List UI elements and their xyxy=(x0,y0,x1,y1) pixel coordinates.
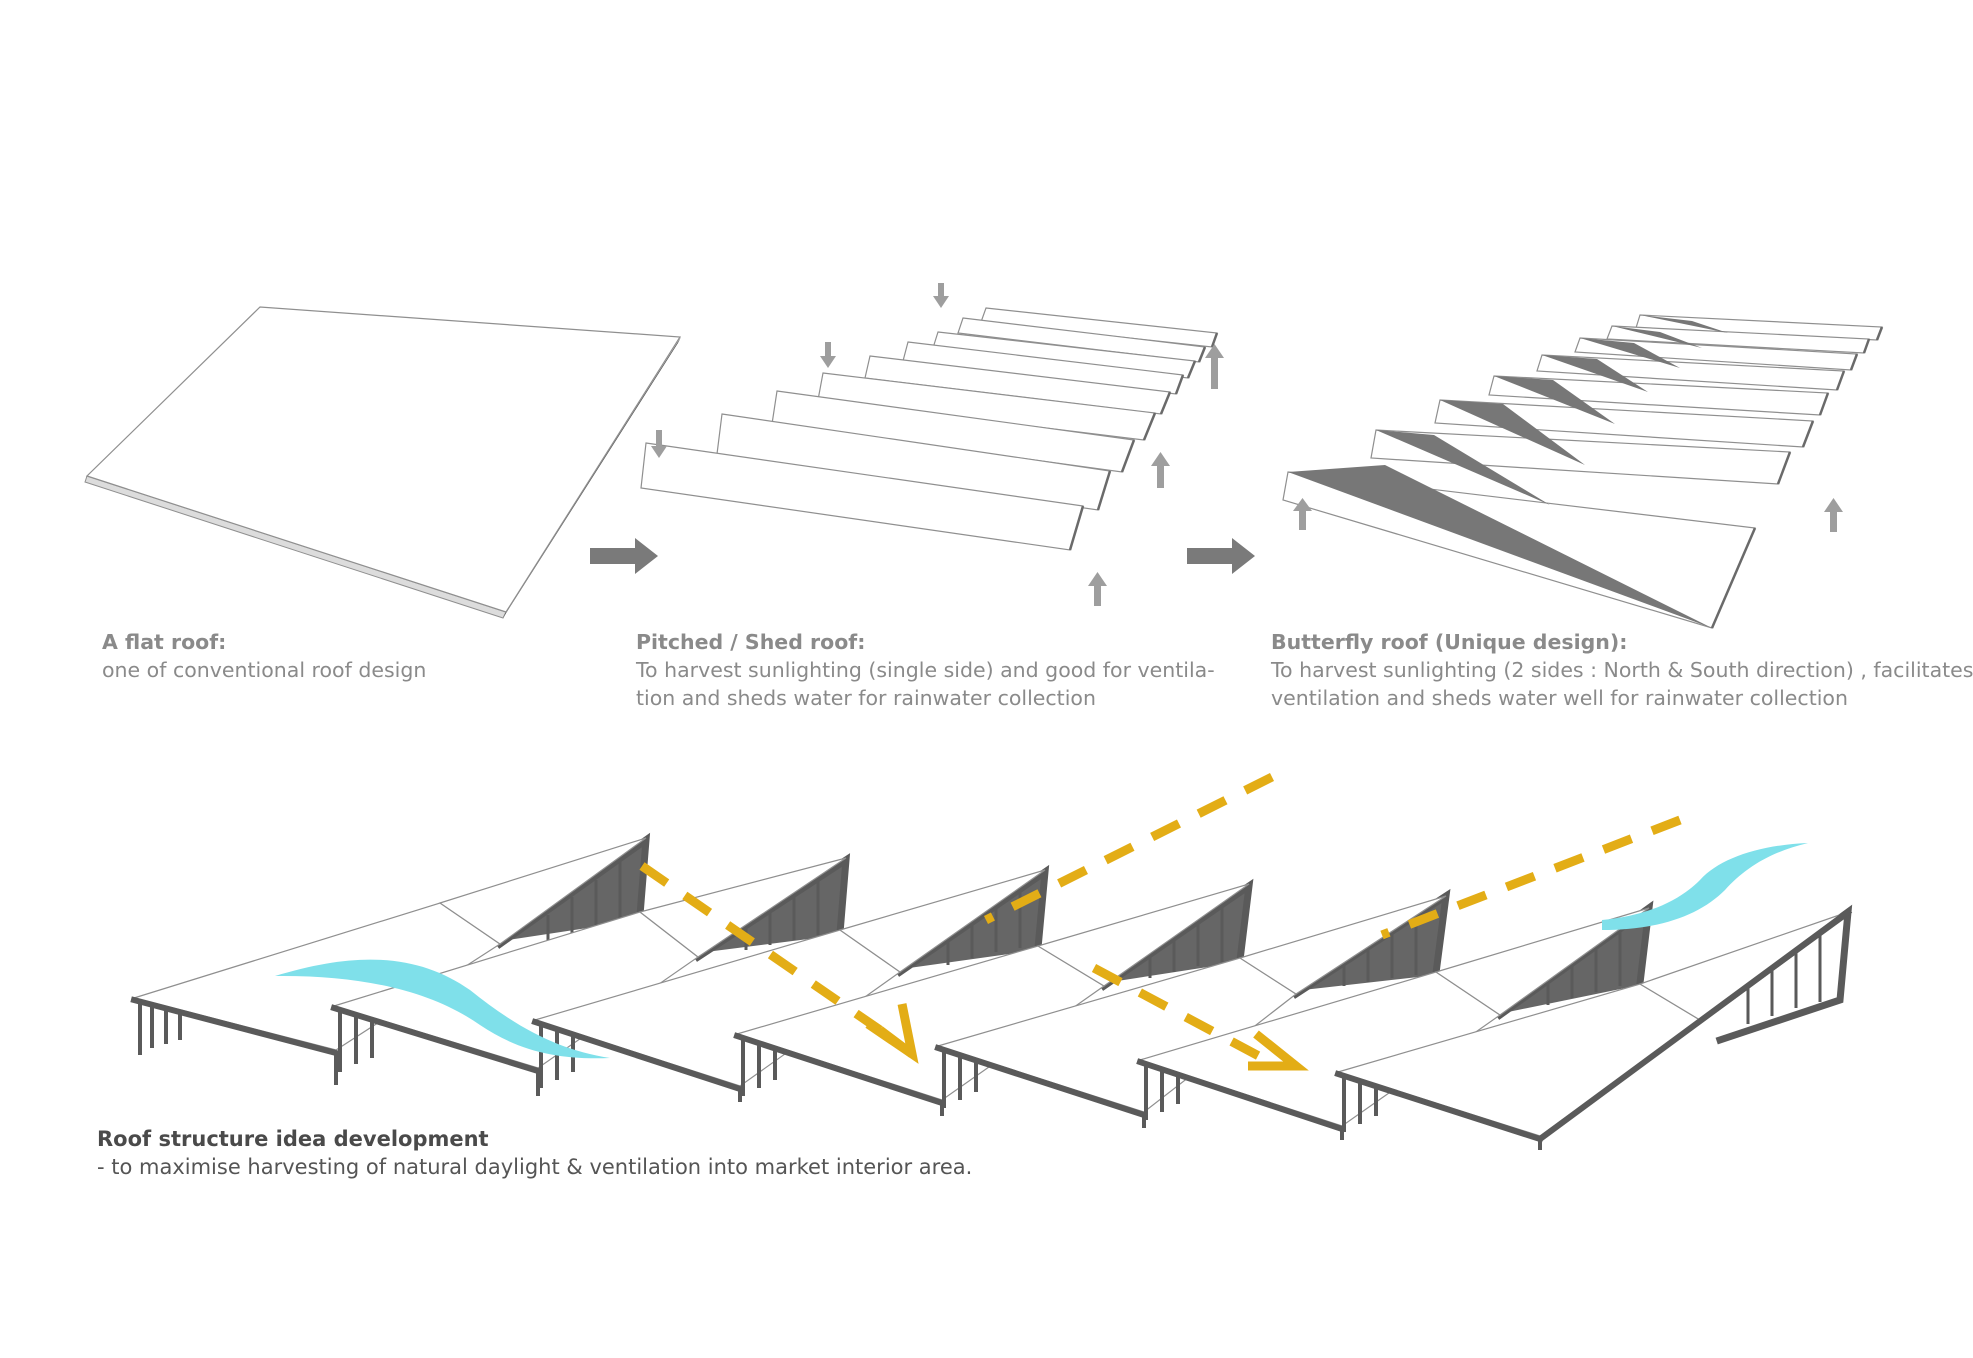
wind-swoosh-icon xyxy=(275,959,610,1059)
dashed-arrow-icon xyxy=(1380,815,1682,940)
up-arrow-icon xyxy=(1293,498,1312,530)
dashed-arrow-icon xyxy=(865,1003,919,1064)
butterfly-roof-caption: Butterfly roof (Unique design): To harve… xyxy=(1271,628,1973,712)
diagram-canvas: A flat roof: one of conventional roof de… xyxy=(84,283,1973,1181)
up-arrow-icon xyxy=(1088,572,1107,606)
dashed-arrow-icon xyxy=(1248,1030,1309,1071)
right-arrow-icon xyxy=(1187,538,1255,574)
up-arrow-icon xyxy=(1151,452,1170,488)
wind-swoosh-icon xyxy=(1602,843,1808,930)
flat-roof-drawing xyxy=(84,306,682,619)
butterfly-roof-title: Butterfly roof (Unique design): xyxy=(1271,630,1628,654)
roof-structure-caption: Roof structure idea development - to max… xyxy=(97,1125,972,1181)
roof-structure-drawing xyxy=(130,832,1853,1150)
shed-roof-title: Pitched / Shed roof: xyxy=(636,630,866,654)
shed-roof-drawing xyxy=(640,307,1219,551)
dashed-arrow-icon xyxy=(983,772,1275,925)
down-arrow-icon xyxy=(820,342,836,368)
butterfly-roof-drawing xyxy=(1282,314,1884,629)
roof-structure-description: - to maximise harvesting of natural dayl… xyxy=(97,1155,973,1179)
right-arrow-icon xyxy=(590,538,658,574)
down-arrow-icon xyxy=(651,430,667,458)
roof-diagram-artwork xyxy=(84,283,1884,1150)
butterfly-roof-description-line-2: ventilation and sheds water well for rai… xyxy=(1271,686,1848,710)
flat-roof-title: A flat roof: xyxy=(102,630,227,654)
flat-roof-caption: A flat roof: one of conventional roof de… xyxy=(102,628,426,684)
shed-roof-description-line-1: To harvest sunlighting (single side) and… xyxy=(636,658,1215,682)
up-arrow-icon xyxy=(1824,498,1843,532)
shed-roof-caption: Pitched / Shed roof: To harvest sunlight… xyxy=(636,628,1215,712)
down-arrow-icon xyxy=(933,283,949,308)
up-arrow-icon xyxy=(1205,344,1224,389)
butterfly-roof-description-line-1: To harvest sunlighting (2 sides : North … xyxy=(1271,658,1973,682)
shed-roof-description-line-2: tion and sheds water for rainwater colle… xyxy=(636,686,1096,710)
dashed-arrow-icon xyxy=(1091,964,1273,1066)
roof-structure-title: Roof structure idea development xyxy=(97,1127,489,1151)
flat-roof-description: one of conventional roof design xyxy=(102,658,427,682)
